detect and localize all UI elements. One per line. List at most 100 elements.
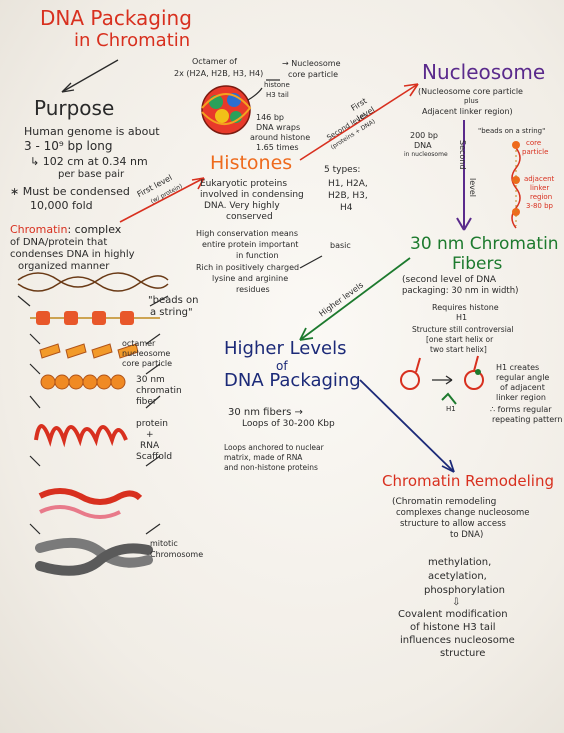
fiber-str-2: [one start helix or (426, 335, 494, 344)
chromatin-definition: Chromatin: complex (10, 224, 121, 236)
remodeling-m-4: ⇩ (452, 597, 461, 608)
histones-types-2: H1, H2A, (328, 179, 368, 189)
left-octamer-3: core particle (122, 359, 173, 368)
higher-heading-3: DNA Packaging (224, 370, 361, 391)
remodeling-def-4: to DNA) (450, 530, 484, 540)
histones-desc-4: conserved (226, 212, 273, 222)
histones-to-nucleosome-arrow (299, 83, 419, 161)
higher-to-remodeling-arrow (359, 379, 455, 473)
nucleosome-bp-1: 200 bp (410, 131, 438, 140)
purpose-line-3: ↳ 102 cm at 0.34 nm (30, 155, 148, 168)
higher-fib-2: Loops of 30-200 Kbp (242, 419, 335, 429)
octamer-1: Octamer of (192, 57, 237, 66)
remodeling-heading: Chromatin Remodeling (382, 472, 555, 490)
level-vertical-label: level (468, 178, 477, 198)
page-subtitle: in Chromatin (74, 30, 191, 51)
fiber-heading-2: Fibers (452, 254, 503, 274)
histones-desc-1: Eukaryotic proteins (200, 179, 288, 189)
left-beads-2: a string" (150, 307, 193, 318)
histone-octamer-drawing (201, 85, 263, 135)
fiber-h1-2: regular angle (496, 373, 550, 382)
page-title: DNA Packaging (40, 6, 192, 30)
remodeling-m-6: of histone H3 tail (410, 622, 496, 633)
histones-types-1: 5 types: (324, 165, 361, 175)
nucleosome-def-3: Adjacent linker region) (422, 107, 513, 116)
nucleosome-def-1: (Nucleosome core particle (418, 87, 523, 96)
h1-drawing (400, 355, 484, 405)
fiber-str-1: Structure still controversial (412, 325, 514, 334)
octamer-histone: histone (264, 81, 290, 89)
purpose-line-4: per base pair (58, 169, 125, 180)
second-vertical-label: Second (458, 140, 467, 170)
fiber-h1-label: H1 (446, 405, 456, 413)
left-scaffold-2: + (146, 430, 154, 440)
fiber-h1-5: ∴ forms regular (490, 405, 552, 414)
fiber-def-2: packaging: 30 nm in width) (402, 286, 519, 296)
histones-cons-3: in function (236, 251, 279, 260)
wrap-1: 146 bp (256, 113, 284, 122)
nucleosome-bp-2: DNA (414, 141, 432, 150)
title-to-purpose-arrow (61, 59, 119, 93)
nucleosome-core-2: particle (522, 148, 549, 156)
wrap-2: DNA wraps (256, 123, 301, 132)
chromatin-def-3: condenses DNA in highly (10, 249, 135, 260)
histones-desc-2: involved in condensing (200, 190, 304, 200)
nucleosome-bp-3: in nucleosome (404, 151, 448, 158)
remodeling-m-2: acetylation, (428, 571, 487, 582)
first-level-arrow (119, 177, 205, 223)
left-mitotic-2: Chromosome (150, 550, 204, 559)
histones-cons-1: High conservation means (196, 229, 299, 238)
left-mitotic-1: mitotic (150, 539, 178, 548)
higher-levels-arrow (299, 257, 411, 341)
nucleosome-core-1: core (526, 139, 542, 147)
histones-types-4: H4 (340, 203, 353, 213)
nucleosome-heading: Nucleosome (422, 60, 546, 84)
left-octamer-2: nucleosome (122, 349, 171, 358)
left-column-drawings (17, 272, 169, 576)
beads-on-string-drawing (511, 141, 521, 229)
remodeling-m-7: influences nucleosome (400, 635, 515, 646)
left-scaffold-4: Scaffold (136, 452, 173, 462)
chromatin-def-2: of DNA/protein that (10, 237, 108, 248)
histones-rich-3: residues (236, 285, 270, 294)
purpose-line-2: 3 - 10⁹ bp long (24, 139, 113, 153)
chromatin-term: Chromatin (10, 223, 68, 236)
fiber-req-1: Requires histone (432, 303, 499, 312)
fiber-h1-4: linker region (496, 393, 546, 402)
histones-rich-2: lysine and arginine (212, 274, 289, 283)
purpose-line-5: ∗ Must be condensed (10, 185, 130, 198)
octamer-tail: H3 tail (266, 91, 289, 99)
nucleosome-linker-3: region (530, 193, 553, 201)
fiber-str-3: two start helix] (430, 345, 487, 354)
remodeling-def-2: complexes change nucleosome (396, 508, 530, 518)
histones-heading: Histones (210, 152, 293, 174)
wrap-3: around histone (250, 133, 311, 142)
histones-types-3: H2B, H3, (328, 191, 368, 201)
left-fiber-3: fiber (136, 397, 157, 407)
remodeling-m-1: methylation, (428, 557, 492, 568)
wrap-4: 1.65 times (256, 143, 299, 152)
octamer-arrow-2: core particle (288, 70, 339, 79)
fiber-h1-3: of adjacent (500, 383, 545, 392)
purpose-heading: Purpose (34, 96, 115, 120)
nucleosome-linker-4: 3-80 bp (526, 202, 553, 210)
nucleosome-linker-1: adjacent (524, 175, 555, 183)
octamer-2: 2x (H2A, H2B, H3, H4) (174, 69, 264, 78)
higher-loop-3: and non-histone proteins (224, 463, 318, 472)
purpose-line-6: 10,000 fold (30, 199, 93, 212)
chromatin-def-1: : complex (67, 223, 122, 236)
histones-basic: basic (330, 241, 351, 250)
octamer-arrow-1: → Nucleosome (282, 59, 341, 68)
left-scaffold-3: RNA (140, 441, 160, 451)
histones-desc-3: DNA. Very highly (204, 201, 280, 211)
nucleosome-beads: "beads on a string" (478, 127, 546, 135)
chromatin-def-4: organized manner (18, 261, 110, 272)
left-beads-1: "beads on (148, 295, 199, 306)
remodeling-m-5: Covalent modification (398, 609, 508, 620)
remodeling-m-8: structure (440, 648, 486, 659)
fiber-heading-1: 30 nm Chromatin (410, 234, 559, 254)
higher-loop-2: matrix, made of RNA (224, 453, 303, 462)
higher-heading-1: Higher Levels (224, 338, 347, 359)
remodeling-def-1: (Chromatin remodeling (392, 497, 497, 507)
fiber-h1-1: H1 creates (496, 363, 540, 372)
